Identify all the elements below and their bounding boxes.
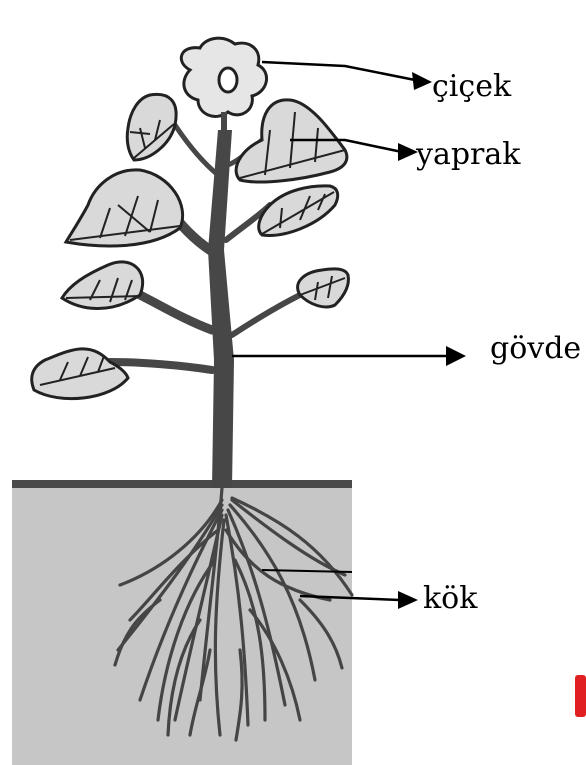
- leaf-upper-left-large: [66, 170, 183, 246]
- leaf-top-left: [127, 94, 176, 160]
- arrowhead-stem: [446, 346, 466, 366]
- label-flower: çiçek: [432, 69, 512, 104]
- main-stem: [208, 130, 234, 488]
- flower: [181, 38, 266, 132]
- corner-mark: [575, 675, 586, 717]
- label-leaf: yaprak: [415, 137, 521, 172]
- leaf-lower-right: [298, 269, 349, 307]
- label-root: kök: [423, 581, 478, 616]
- leaf-middle-right: [259, 186, 338, 236]
- arrowhead-flower: [412, 72, 432, 90]
- leaf-lower-left: [32, 349, 128, 399]
- leaf-middle-left: [62, 262, 143, 309]
- soil-surface-line: [12, 480, 352, 488]
- arrowhead-root: [398, 591, 418, 609]
- label-stem: gövde: [490, 331, 581, 366]
- pointer-flower: [262, 62, 415, 80]
- arrowhead-leaf: [398, 143, 418, 161]
